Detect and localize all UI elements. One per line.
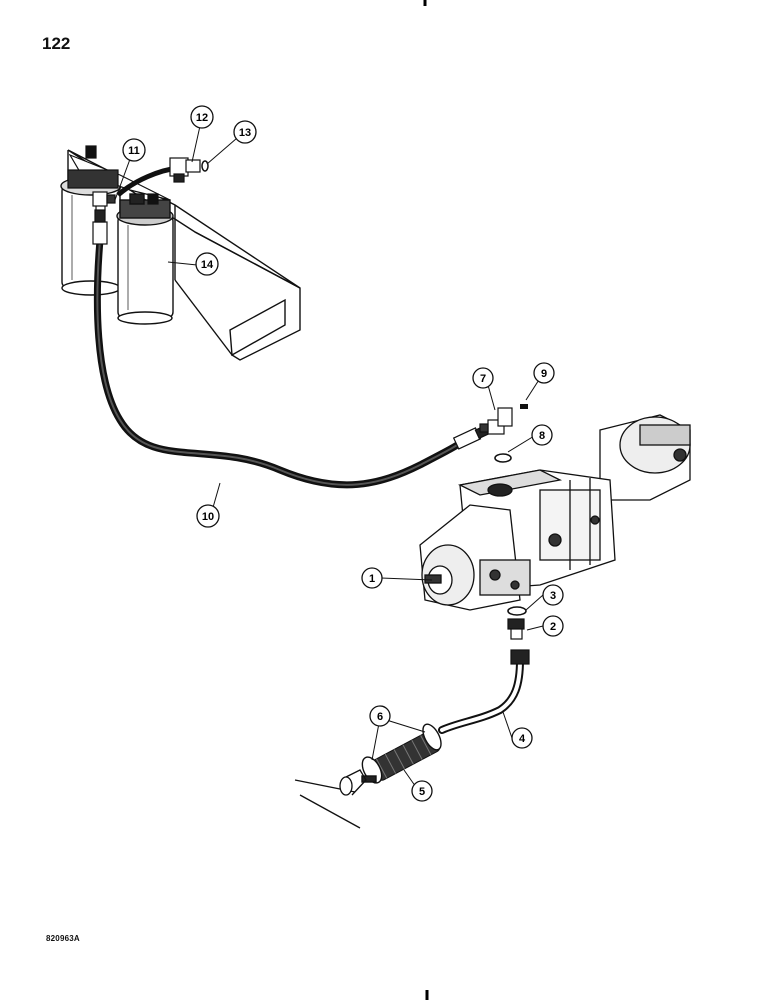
elbow-fitting-12 [169,157,201,183]
svg-text:13: 13 [239,127,251,139]
svg-text:8: 8 [539,430,545,442]
svg-text:14: 14 [201,259,214,271]
hose-clamp-upper [422,723,442,751]
svg-text:3: 3 [550,590,556,602]
filter-housing-right [116,193,174,325]
reservoir-outlet-pipe [294,769,367,829]
svg-text:7: 7 [480,373,486,385]
elbow-fitting-7 [479,407,513,435]
svg-text:1: 1 [369,573,375,585]
callout-7: 7 [472,367,494,389]
o-ring-3 [507,606,527,616]
svg-text:4: 4 [519,733,526,745]
svg-text:9: 9 [541,368,547,380]
figure-code: 820963A [46,934,80,943]
svg-text:10: 10 [202,511,214,523]
svg-text:11: 11 [128,145,140,157]
svg-text:2: 2 [550,621,556,633]
plug-9 [520,404,528,409]
callout-1: 1 [361,567,383,589]
callout-12: 12 [190,105,214,129]
filter-head [67,145,171,205]
callout-2: 2 [542,615,564,637]
callout-10: 10 [196,504,220,528]
callout-5: 5 [411,780,433,802]
connector-2 [507,618,525,640]
hose-clamp-lower [361,756,383,784]
tube-nut [510,649,530,665]
fitting-11 [92,191,116,207]
callout-4: 4 [511,727,533,749]
callout-3: 3 [542,584,564,606]
page-number: 122 [42,34,71,53]
o-ring-13 [201,160,209,172]
svg-text:12: 12 [196,112,208,124]
callout-11: 11 [122,138,146,162]
callout-6: 6 [369,705,391,727]
o-ring-8 [494,453,512,463]
callout-14: 14 [195,252,219,276]
callout-13: 13 [233,120,257,144]
hydraulic-pump [419,414,691,611]
callout-9: 9 [533,362,555,384]
svg-text:5: 5 [419,786,425,798]
callout-8: 8 [531,424,553,446]
svg-text:6: 6 [377,711,383,723]
